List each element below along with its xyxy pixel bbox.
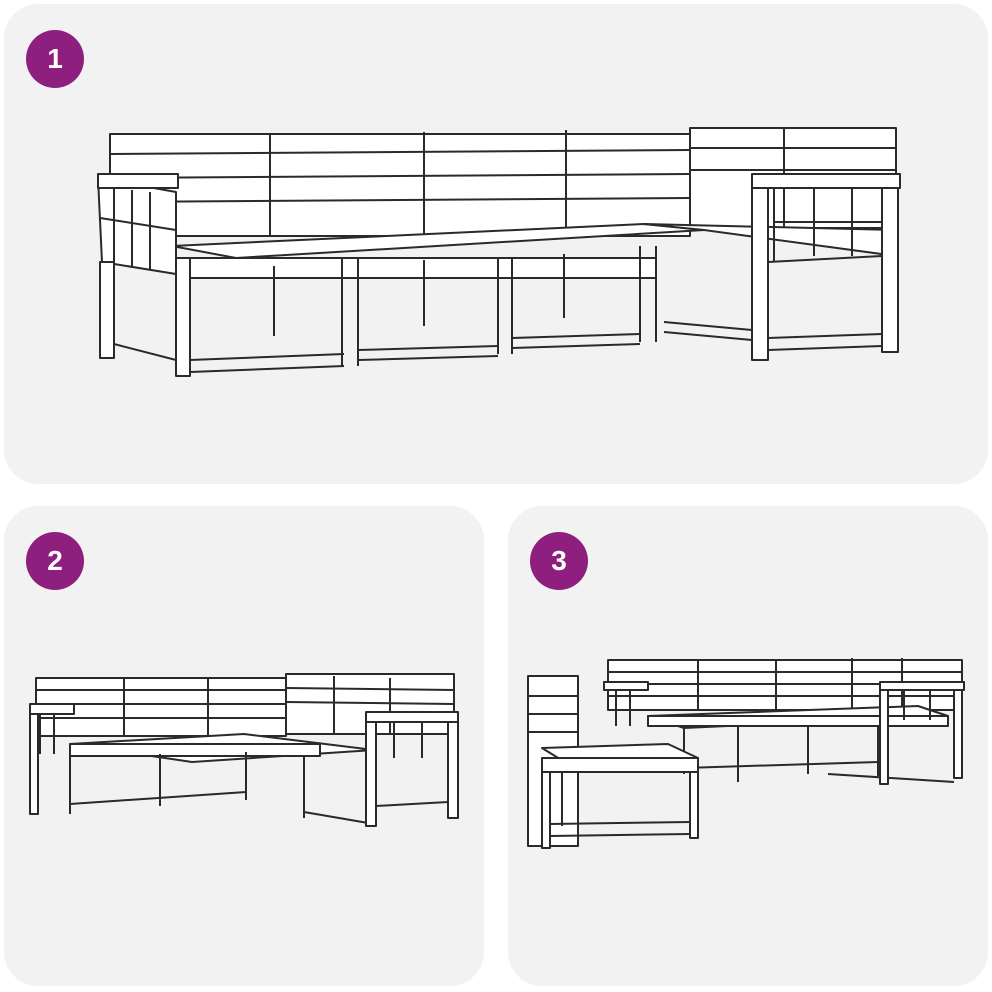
step-panel-1: 1 (4, 4, 988, 484)
sofa-illustration-step-1 (97, 127, 901, 377)
seat-row (69, 733, 375, 825)
right-armrest (663, 173, 901, 361)
left-armrest (97, 173, 179, 361)
separate-footstool (527, 675, 699, 849)
backrest-long (109, 130, 691, 237)
sofa-seat-row (647, 705, 955, 783)
step-badge-1: 1 (26, 30, 84, 88)
step-badge-2: 2 (26, 532, 84, 590)
step-panel-3: 3 (508, 506, 988, 986)
left-armrest (29, 703, 75, 815)
step-badge-3: 3 (530, 532, 588, 590)
sofa-illustration-step-2 (29, 673, 459, 827)
seat-row (171, 223, 897, 377)
right-armrest (365, 711, 459, 827)
sofa-right-armrest (879, 681, 965, 785)
step-panel-2: 2 (4, 506, 484, 986)
sofa-illustration-step-3 (527, 658, 965, 849)
sofa-left-armrest (603, 681, 649, 726)
backrest (35, 673, 455, 737)
